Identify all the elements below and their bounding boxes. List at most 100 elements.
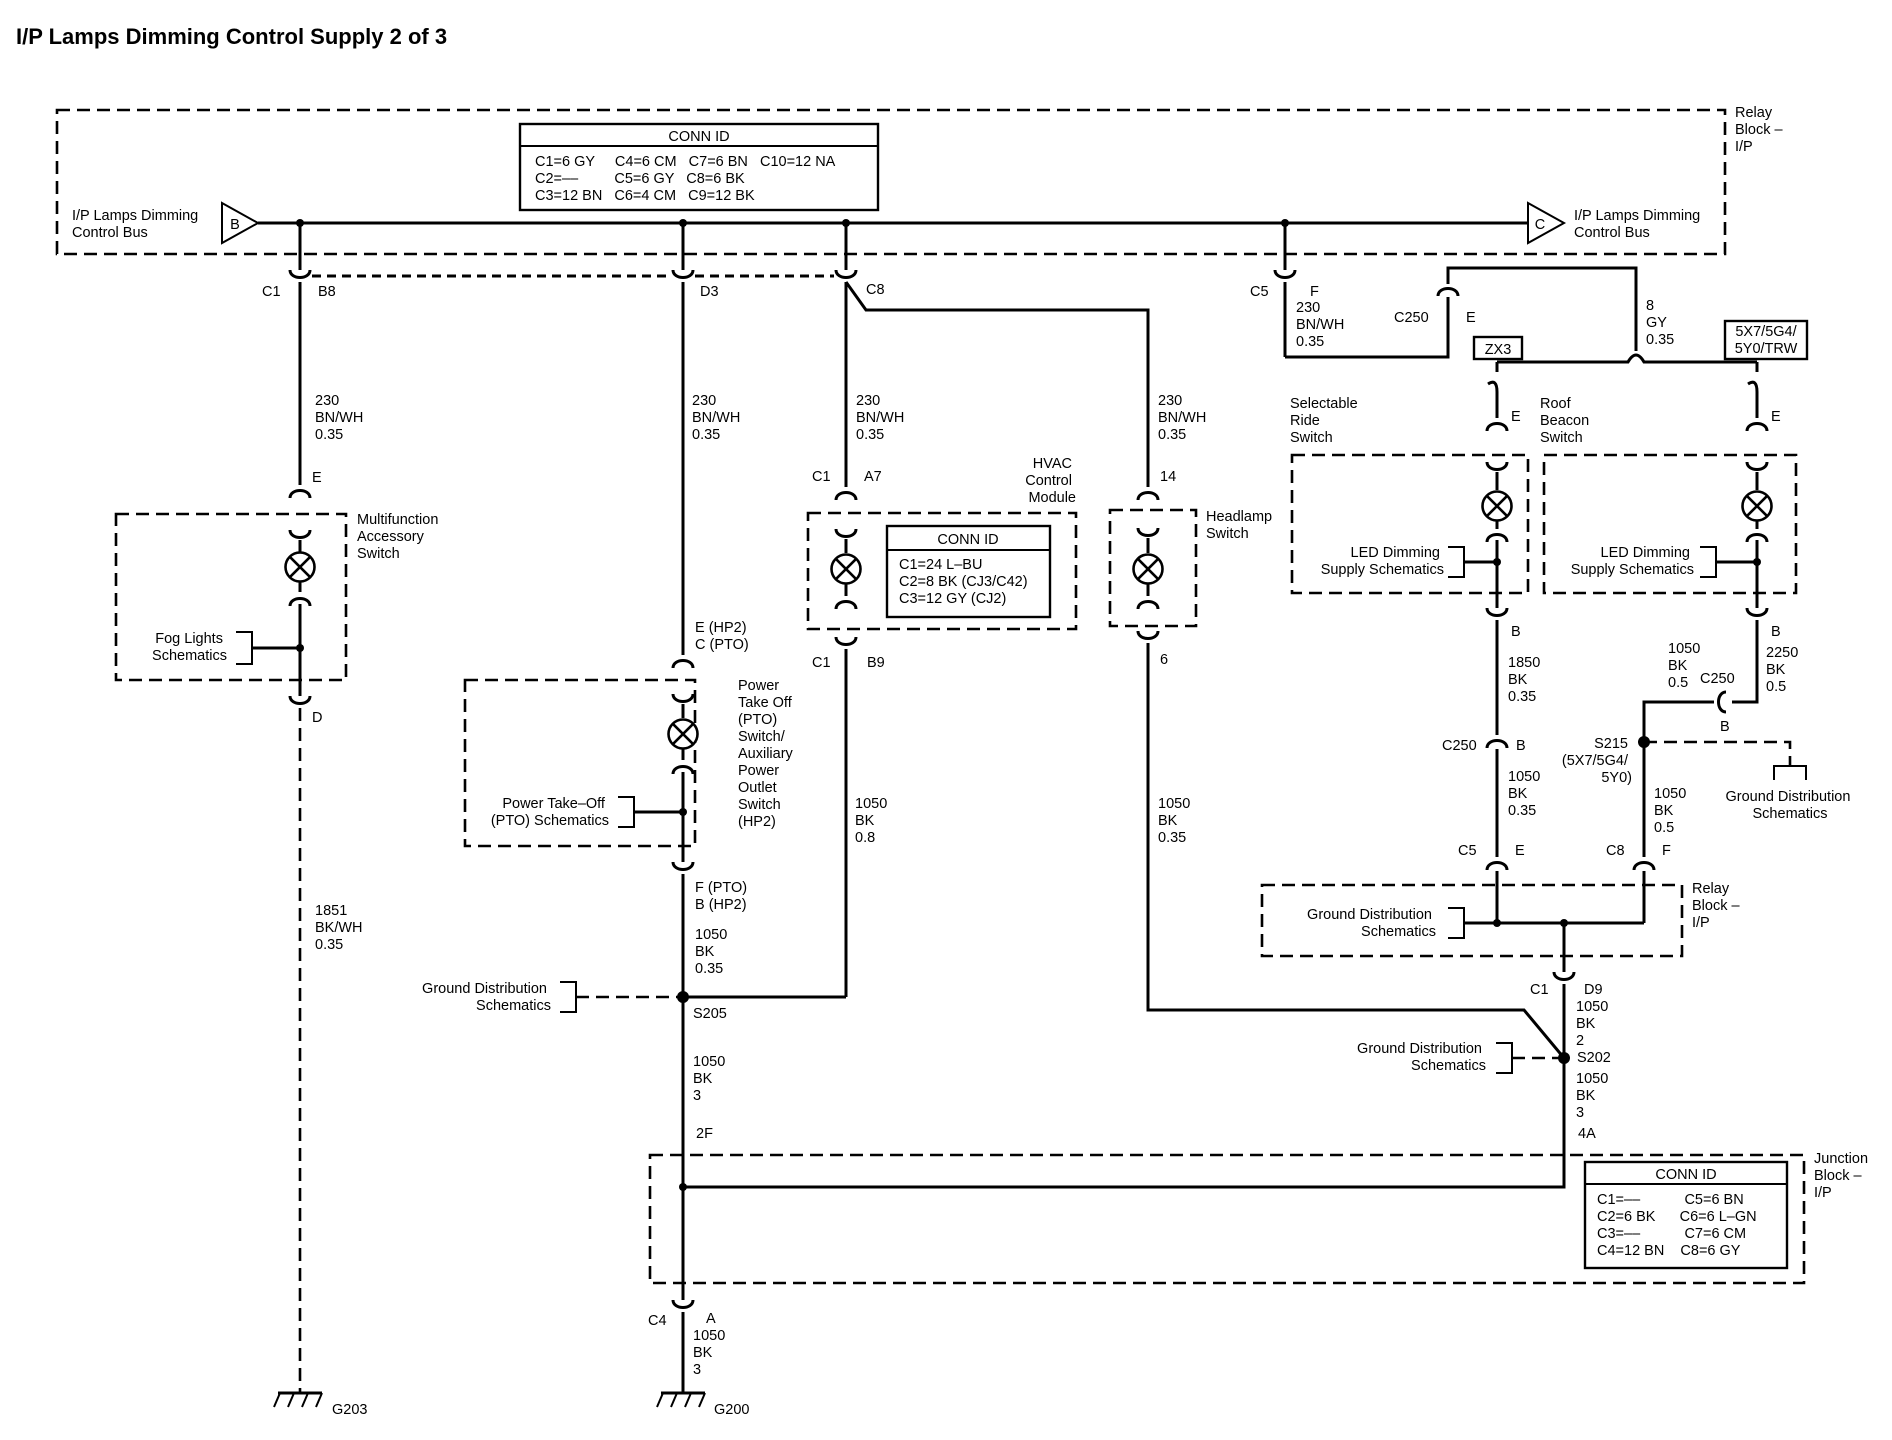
headlamp-lamp — [1132, 553, 1164, 585]
pto-switch-box — [463, 678, 697, 848]
relay-block-outline — [55, 108, 1727, 256]
bus-in-label: I/P Lamps Dimming Control Bus — [72, 208, 202, 241]
ride-pin-e-socket — [1485, 422, 1509, 433]
f-label: F — [1310, 284, 1319, 300]
pto-top-socket — [671, 659, 695, 670]
relay-block-lower-box — [1260, 883, 1684, 958]
c4-a-label: A — [706, 1311, 716, 1327]
wire-1050-roof — [1642, 700, 1714, 742]
multifunction-switch-label: Multifunction Accessory Switch — [357, 512, 442, 562]
ride-led-bracket — [1448, 546, 1465, 578]
svg-text:5Y0/TRW: 5Y0/TRW — [1735, 341, 1798, 357]
ride-switch-box — [1290, 453, 1530, 595]
roof-lamp — [1741, 490, 1773, 522]
s205-ground-bracket — [560, 981, 577, 1013]
headlamp-switch-box — [1108, 508, 1198, 628]
wire-1850-label: 1850 BK 0.35 — [1508, 655, 1544, 705]
fog-lights-bracket — [236, 631, 253, 665]
wire-to-c250 — [1285, 297, 1450, 359]
c250-e-socket — [1436, 287, 1460, 298]
c5e-label: C5 — [1458, 843, 1477, 859]
roof-pin-b-socket — [1745, 606, 1769, 617]
wire-2250-label: 2250 BK 0.5 — [1766, 645, 1802, 695]
branch-drops — [1495, 362, 1759, 372]
headlamp-switch-label: Headlamp Switch — [1206, 509, 1276, 542]
relay-lower-ground-label: Ground Distribution Schematics — [1307, 907, 1436, 940]
junction-splice — [679, 1183, 687, 1191]
hvac-b9-socket — [834, 635, 858, 646]
svg-text:CONN ID: CONN ID — [1655, 1167, 1716, 1183]
headlamp-pin14-socket — [1136, 491, 1160, 502]
c1-d9-socket — [1552, 970, 1576, 981]
wire-230-col2-label: 230 BN/WH 0.35 — [692, 393, 744, 443]
svg-text:C: C — [1535, 217, 1545, 233]
bus-out-arrow: C — [1527, 201, 1567, 245]
c5-e-socket — [1485, 861, 1509, 872]
s215-ground-bracket — [1773, 765, 1807, 780]
ride-bulb-top — [1485, 460, 1509, 471]
svg-text:B: B — [230, 217, 240, 233]
roof-bulb-top — [1745, 460, 1769, 471]
pto-top-pin-label: E (HP2) C (PTO) — [695, 620, 751, 653]
ride-pin-e-label: E — [1511, 409, 1521, 425]
roof-pin-b-label: B — [1771, 624, 1781, 640]
hvac-module-box — [806, 511, 1078, 631]
svg-text:C3=12 GY (CJ2): C3=12 GY (CJ2) — [899, 591, 1006, 607]
pin-4a-label: 4A — [1578, 1126, 1596, 1142]
multifunction-lamp — [284, 551, 316, 583]
page-title: I/P Lamps Dimming Control Supply 2 of 3 — [16, 24, 447, 49]
ride-pin-b-socket — [1485, 606, 1509, 617]
wire-1050-col3-label: 1050 BK 0.8 — [855, 796, 891, 846]
pto-schem-label: Power Take–Off (PTO) Schematics — [491, 796, 609, 829]
roof-wire-top — [1747, 380, 1759, 418]
c1-c8-socket — [834, 268, 858, 279]
ride-pin-b-label: B — [1511, 624, 1521, 640]
relay-lower-ground-bracket — [1448, 907, 1465, 939]
mf-pin-e-label: E — [312, 470, 322, 486]
wire-1050-col4 — [1146, 643, 1566, 1059]
c250-roof-label: C250 — [1700, 671, 1735, 687]
relay-block-lower-label: Relay Block – I/P — [1692, 881, 1744, 931]
svg-text:CONN ID: CONN ID — [937, 532, 998, 548]
c5e-pin-label: E — [1515, 843, 1525, 859]
ride-switch-label: Selectable Ride Switch — [1290, 396, 1362, 446]
d3-label: D3 — [700, 284, 719, 300]
c250-e-label: E — [1466, 310, 1476, 326]
svg-text:C4=12 BN C8=6 GY: C4=12 BN C8=6 GY — [1597, 1243, 1741, 1259]
relay-block-label: Relay Block – I/P — [1735, 105, 1787, 155]
c250b-label: C250 — [1442, 738, 1477, 754]
wire-1050-3-label-a: 1050 BK 3 — [693, 1054, 729, 1104]
svg-text:C3=–– C7=6 CM: C3=–– C7=6 CM — [1597, 1226, 1746, 1242]
c1-d3-socket — [671, 268, 695, 279]
c250-roof-socket — [1717, 690, 1727, 714]
junction-block-box — [648, 1153, 1806, 1285]
a7-label: A7 — [864, 469, 882, 485]
roof-switch-label: Roof Beacon Switch — [1540, 396, 1593, 446]
pto-lamp — [667, 718, 699, 750]
wire-1050-3-label-c: 1050 BK 3 — [693, 1328, 729, 1378]
b8-label: B8 — [318, 284, 336, 300]
c250b-pin-label: B — [1516, 738, 1526, 754]
option-5x7-box: 5X7/5G4/ 5Y0/TRW — [1723, 319, 1809, 361]
hvac-bulb-top — [834, 527, 858, 538]
c4-label: C4 — [648, 1313, 667, 1329]
s202-ground-label: Ground Distribution Schematics — [1357, 1041, 1486, 1074]
s205-ground-label: Ground Distribution Schematics — [422, 981, 551, 1014]
wire-1050-2-label: 1050 BK 2 — [1576, 999, 1612, 1049]
wire-1851-label: 1851 BK/WH 0.35 — [315, 903, 367, 953]
ride-led-label: LED Dimming Supply Schematics — [1321, 545, 1444, 578]
c8f-pin-label: F — [1662, 843, 1671, 859]
mf-pin-d-socket — [288, 694, 312, 705]
roof-pin-e-label: E — [1771, 409, 1781, 425]
svg-text:C2=6 BK C6=6 L–GN: C2=6 BK C6=6 L–GN — [1597, 1209, 1757, 1225]
relay-lower-splice-a — [1493, 919, 1501, 927]
bus-in-arrow: B — [221, 201, 261, 245]
mf-pin-d-label: D — [312, 710, 322, 726]
ground-g200 — [655, 1391, 707, 1409]
svg-text:CONN ID: CONN ID — [668, 129, 729, 145]
hvac-lamp — [830, 553, 862, 585]
s202-ground-bracket — [1496, 1042, 1513, 1074]
pin-14-label: 14 — [1160, 469, 1176, 485]
svg-text:C3=12 BN C6=4 CM C9=12 BK: C3=12 BN C6=4 CM C9=12 BK — [535, 188, 755, 204]
